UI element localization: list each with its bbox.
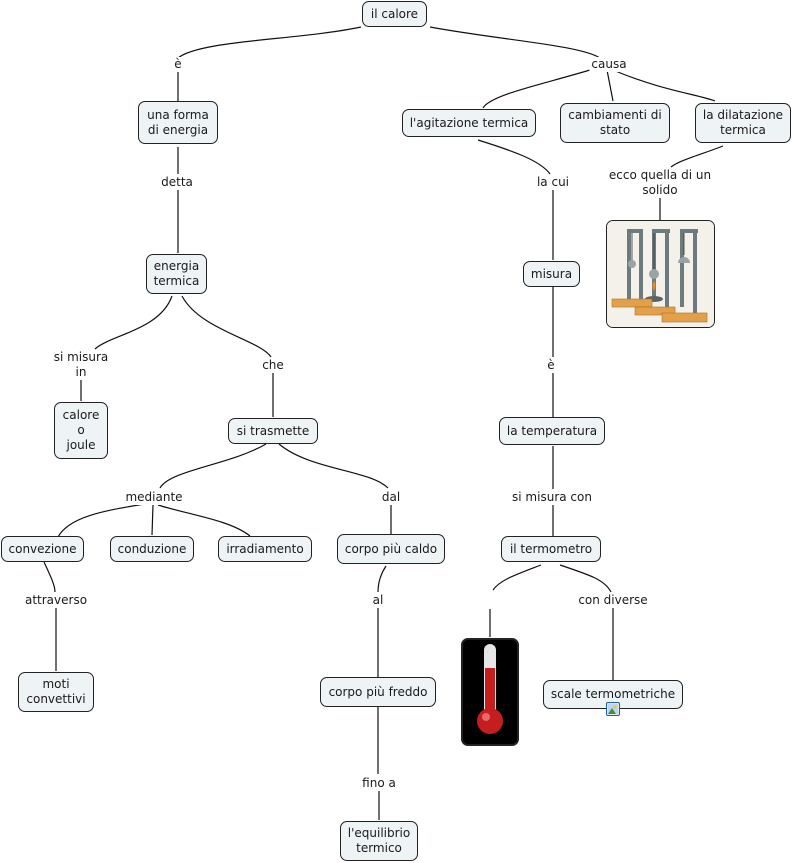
link-che: che	[260, 358, 286, 373]
connector	[670, 145, 724, 168]
connector	[612, 69, 716, 102]
concept-moti-convettivi[interactable]: moti convettivi	[18, 672, 94, 712]
connector	[559, 564, 612, 593]
concept-si-trasmette[interactable]: si trasmette	[228, 418, 318, 444]
concept-irradiamento[interactable]: irradiamento	[218, 536, 312, 562]
concept-agitazione-termica[interactable]: l'agitazione termica	[402, 109, 536, 137]
concept-convezione[interactable]: convezione	[1, 536, 84, 562]
concept-calore-o-joule[interactable]: calore o joule	[54, 402, 108, 459]
image-resource-icon[interactable]	[606, 702, 620, 716]
link-detta: detta	[159, 175, 195, 190]
concept-una-forma-di-energia[interactable]: una forma di energia	[138, 101, 218, 144]
landscape-icon	[608, 704, 618, 714]
link-la-cui: la cui	[534, 175, 572, 190]
connector	[181, 295, 272, 358]
concept-conduzione[interactable]: conduzione	[110, 536, 194, 562]
connector	[377, 565, 387, 593]
concept-la-temperatura[interactable]: la temperatura	[499, 417, 605, 445]
connector	[57, 502, 151, 538]
link-con-diverse: con diverse	[576, 593, 650, 608]
link-si-misura-con: si misura con	[510, 490, 594, 505]
connector	[43, 561, 56, 593]
concept-misura[interactable]: misura	[523, 261, 580, 287]
thermal-expansion-apparatus-image[interactable]	[606, 220, 715, 328]
connector	[429, 26, 601, 59]
thermometer-image[interactable]	[461, 638, 519, 746]
concept-energia-termica[interactable]: energia termica	[146, 254, 207, 294]
link-e: è	[172, 57, 184, 72]
link-causa: causa	[589, 57, 629, 72]
link-al: al	[370, 593, 386, 608]
connector	[492, 564, 542, 591]
link-mediante: mediante	[123, 490, 185, 505]
concept-cambiamenti-di-stato[interactable]: cambiamenti di stato	[560, 103, 670, 143]
concept-corpo-piu-freddo[interactable]: corpo più freddo	[320, 677, 436, 707]
connector	[159, 443, 267, 489]
connector	[177, 26, 362, 59]
link-attraverso: attraverso	[22, 593, 90, 608]
thermometer-illustration	[463, 640, 517, 744]
connector	[151, 504, 154, 536]
connector	[157, 504, 251, 537]
concept-corpo-piu-caldo[interactable]: corpo più caldo	[337, 534, 445, 564]
connector	[94, 295, 173, 350]
link-si-misura-in: si misura in	[51, 350, 111, 380]
concept-il-calore[interactable]: il calore	[362, 1, 427, 27]
connector	[606, 69, 614, 102]
connector	[477, 139, 551, 175]
concept-il-termometro[interactable]: il termometro	[501, 536, 601, 562]
concept-equilibrio-termico[interactable]: l'equilibrio termico	[340, 821, 418, 861]
link-ecco-quella-di-un-solido: ecco quella di un solido	[606, 168, 714, 198]
link-dal: dal	[379, 490, 403, 505]
connector	[278, 443, 389, 489]
link-fino-a: fino a	[360, 776, 398, 791]
link-e-2: è	[545, 358, 557, 373]
concept-dilatazione-termica[interactable]: la dilatazione termica	[695, 103, 791, 143]
apparatus-illustration	[607, 221, 714, 327]
connector	[482, 69, 591, 109]
